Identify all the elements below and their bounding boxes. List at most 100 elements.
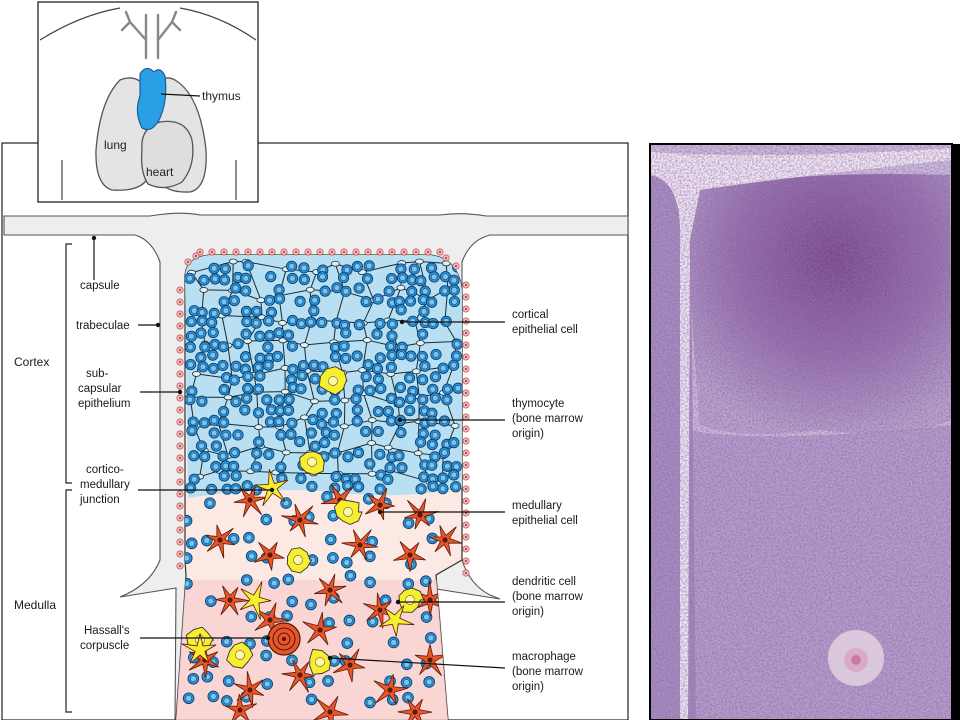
thymocyte [448, 437, 460, 449]
thymus-organ [136, 67, 167, 131]
subcapsular-cell-nucleus [465, 356, 467, 358]
thymocyte [261, 394, 273, 406]
thymocyte [252, 383, 265, 395]
subcapsular-cell-nucleus [465, 404, 467, 406]
thymocyte-nucleus [375, 428, 382, 435]
epithelial-nucleus [367, 440, 377, 446]
thymocyte-nucleus [398, 351, 405, 358]
thymocyte-nucleus [407, 297, 414, 305]
subcapsular-cell-nucleus [455, 265, 457, 267]
thymocyte [385, 361, 397, 374]
epithelial-cell-nucleus [247, 687, 253, 693]
thymocyte-nucleus [220, 298, 228, 305]
thymocyte-nucleus [333, 284, 341, 291]
epithelial-cell-nucleus [407, 552, 413, 558]
thymocyte-nucleus [419, 376, 426, 383]
thymocyte-nucleus [208, 319, 215, 326]
epithelial-cell-nucleus [237, 707, 243, 713]
thymocyte-nucleus [354, 352, 361, 360]
subcapsular-cell-nucleus [465, 464, 467, 466]
thymocyte [268, 577, 280, 589]
thymocyte [441, 460, 453, 472]
thymocyte [337, 272, 350, 284]
thymocyte-nucleus [186, 275, 193, 282]
body-inset: thymus lung heart [37, 1, 259, 203]
thymocyte [425, 632, 437, 644]
epithelial-link [362, 300, 375, 324]
hassalls-corpuscle [267, 622, 301, 656]
epithelial-cell-nucleus [217, 537, 223, 543]
macrophage-nucleus [307, 457, 317, 467]
thymocyte-nucleus [420, 473, 427, 481]
epithelial-nucleus [415, 340, 425, 346]
thymocyte-nucleus [300, 362, 307, 369]
thymocyte-nucleus [318, 319, 325, 326]
epithelial-link [362, 393, 373, 421]
thymocyte-nucleus [199, 363, 207, 370]
thymocyte-nucleus [187, 484, 194, 492]
thymocyte-nucleus [388, 395, 395, 402]
thymocyte-nucleus [312, 443, 319, 450]
thymocyte-nucleus [242, 330, 250, 338]
thymocyte-nucleus [301, 276, 308, 283]
thymocyte-nucleus [342, 288, 350, 295]
thymocyte-nucleus [321, 439, 328, 446]
epithelial-cell-nucleus [247, 497, 253, 503]
thymocyte [437, 472, 449, 484]
thymocyte-nucleus [298, 372, 306, 379]
thymocyte-nucleus [319, 273, 326, 280]
left-labels: capsule trabeculae sub- capsular epithel… [76, 280, 130, 652]
thymocyte-nucleus [366, 262, 373, 269]
thymocyte [361, 273, 374, 285]
thymocyte-nucleus [242, 353, 249, 360]
thymocyte-nucleus [444, 386, 451, 393]
epithelial-cell-nucleus [347, 662, 353, 668]
thymocyte-nucleus [362, 428, 369, 435]
thymocyte-nucleus [374, 295, 382, 303]
thymocyte [343, 614, 356, 627]
thymocyte [195, 440, 208, 452]
thymocyte-nucleus [333, 410, 340, 417]
thymocyte [252, 361, 264, 373]
thymocyte [404, 393, 417, 405]
thymocyte-nucleus [340, 342, 348, 350]
thymocyte-nucleus [263, 396, 270, 403]
subcapsular-cell-nucleus [391, 251, 393, 253]
thymocyte [427, 480, 439, 492]
epithelial-nucleus [383, 444, 393, 451]
thymocyte [240, 285, 252, 297]
thymocytes [180, 260, 462, 709]
thymocyte [360, 425, 372, 438]
thymocyte [241, 480, 253, 492]
thymocyte [324, 533, 337, 546]
thymocyte-nucleus [276, 295, 283, 302]
thymocyte [308, 305, 320, 317]
thymocyte-nucleus [265, 317, 272, 324]
thymocyte-nucleus [417, 277, 424, 284]
thymocyte [295, 318, 308, 330]
thymocyte-nucleus [243, 576, 250, 584]
epithelial-link [336, 426, 345, 454]
thymocyte-nucleus [248, 552, 255, 560]
subcapsular-cell-nucleus [465, 572, 467, 574]
thymocyte [364, 576, 376, 589]
thymocyte [240, 574, 253, 586]
thymocyte-nucleus [306, 679, 313, 686]
thymocyte [186, 424, 198, 437]
thymocyte [271, 350, 284, 363]
thymocyte-nucleus [188, 388, 195, 395]
thymocyte [232, 338, 244, 350]
thymocyte-nucleus [329, 554, 337, 562]
thymocyte-nucleus [220, 419, 227, 426]
thymocyte-nucleus [444, 463, 451, 470]
thymocyte-nucleus [356, 321, 363, 328]
thymocyte [275, 429, 287, 441]
thymocyte-nucleus [377, 385, 384, 392]
thymocyte [372, 293, 384, 305]
thymocyte [323, 617, 335, 629]
thymocyte-nucleus [318, 421, 325, 428]
trabeculae-label: trabeculae [76, 320, 130, 332]
thymocyte-nucleus [210, 365, 217, 372]
epithelial-link [247, 339, 283, 342]
corticomedullary-label-1: cortico- [86, 464, 124, 476]
